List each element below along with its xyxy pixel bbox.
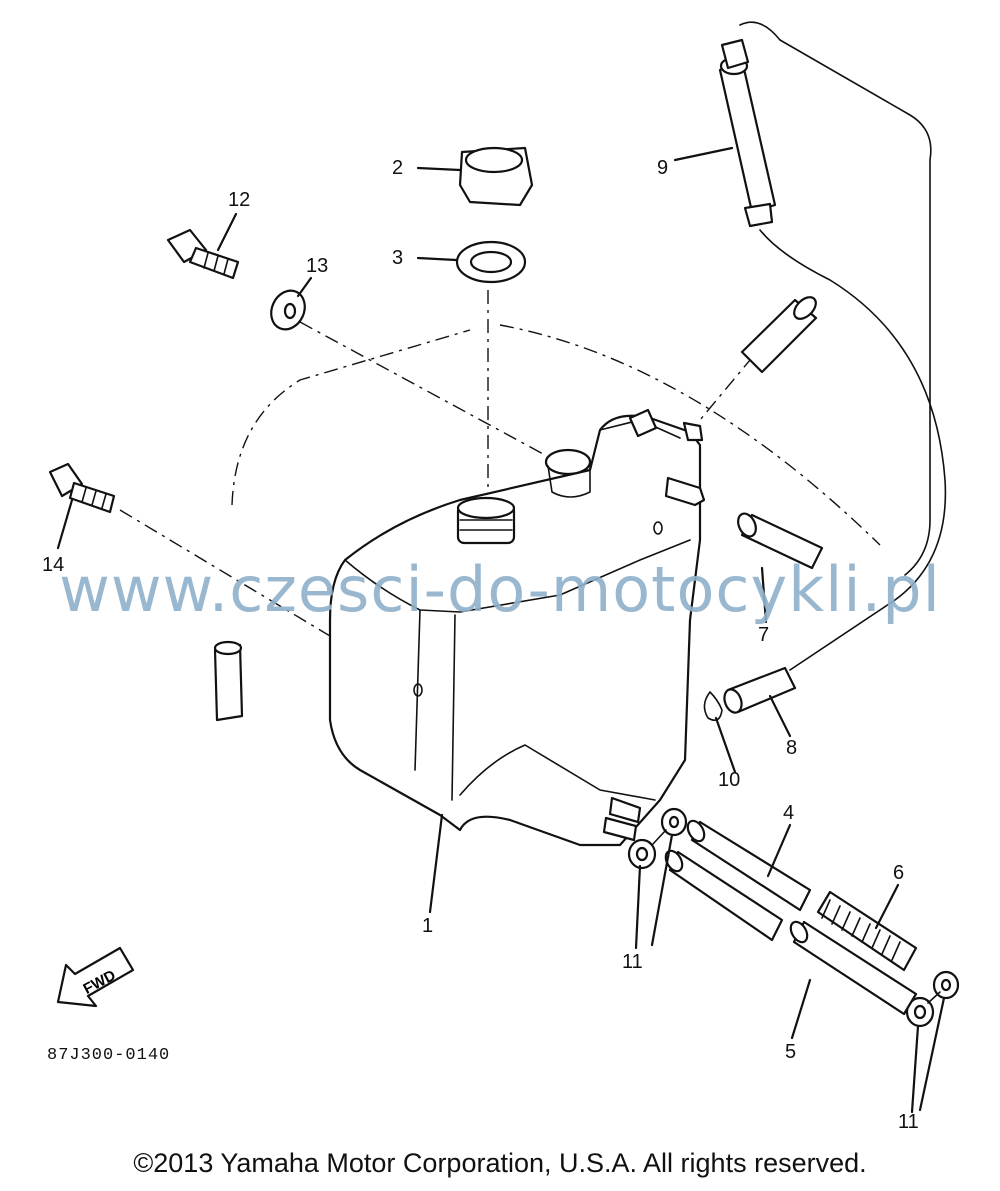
- callout-leaders: [56, 146, 946, 1114]
- callout-12: 12: [228, 189, 251, 211]
- oil-tank: [328, 408, 706, 847]
- callout-1: 1: [422, 915, 434, 937]
- bolt-14: [48, 462, 116, 514]
- callout-7: 7: [758, 624, 770, 646]
- callout-5: 5: [785, 1041, 797, 1063]
- diagram-code: 87J300-0140: [47, 1046, 171, 1065]
- copyright-notice: ©2013 Yamaha Motor Corporation, U.S.A. A…: [133, 1148, 867, 1178]
- bolt-12: [166, 228, 240, 280]
- callout-4: 4: [783, 802, 795, 824]
- hose-9: [718, 38, 777, 228]
- washer-13: [270, 289, 306, 331]
- watermark: www.czesci-do-motocykli.pl: [59, 553, 941, 626]
- callout-2: 2: [392, 157, 404, 179]
- callout-9: 9: [657, 157, 669, 179]
- cap-gasket: [455, 240, 527, 284]
- tank-cap: [458, 146, 534, 207]
- callout-6: 6: [893, 862, 905, 884]
- hose-loop: [739, 21, 947, 671]
- fwd-arrow-icon: FWD: [56, 946, 135, 1008]
- hose-4: [664, 819, 812, 942]
- spring-6: [816, 890, 918, 972]
- callout-3: 3: [392, 247, 404, 269]
- callout-8: 8: [786, 737, 798, 759]
- clip-10: [703, 691, 723, 721]
- hose-8: [723, 666, 797, 714]
- callout-11-a: 11: [622, 951, 643, 973]
- callout-11-b: 11: [898, 1111, 919, 1133]
- clamps-11: [627, 807, 960, 1028]
- hose-5: [789, 920, 918, 1016]
- callout-13: 13: [306, 255, 329, 277]
- hose-7: [213, 296, 824, 722]
- callout-14: 14: [42, 554, 65, 576]
- callout-10: 10: [718, 769, 741, 791]
